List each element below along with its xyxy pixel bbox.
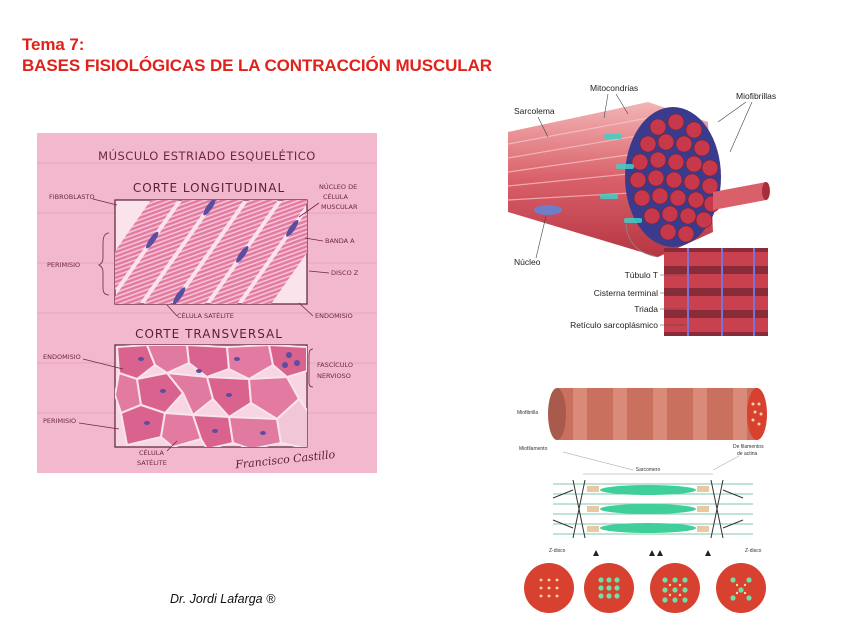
label-sarcomero: Sarcomero xyxy=(636,467,661,473)
label-miofilamento: Miofilamento xyxy=(519,446,548,452)
section-transversal: CORTE TRANSVERSAL xyxy=(135,327,283,341)
label-nucleo-1: NÚCLEO DE xyxy=(319,182,357,191)
sarcomere-illustration: Miofibrilla Miofilamento De filamentos d… xyxy=(513,380,783,616)
skeletal-muscle-illustration: MÚSCULO ESTRIADO ESQUELÉTICO CORTE LONGI… xyxy=(37,133,377,473)
title-line-1: Tema 7: xyxy=(22,34,492,55)
author-credit: Dr. Jordi Lafarga ® xyxy=(170,592,275,606)
label-celula-satelite-2a: CÉLULA xyxy=(139,448,164,457)
section-longitudinal: CORTE LONGITUDINAL xyxy=(133,181,285,195)
label-sarcolema: Sarcolema xyxy=(514,106,555,116)
label-fasciculo-1: FASCÍCULO xyxy=(317,360,353,369)
label-celula-satelite: CÉLULA SATÉLITE xyxy=(177,311,234,320)
label-banda-a: BANDA A xyxy=(325,237,355,245)
label-reticulo: Retículo sarcoplásmico xyxy=(570,320,658,330)
main-figure-title: MÚSCULO ESTRIADO ESQUELÉTICO xyxy=(98,148,316,163)
label-z-disco-left: Z-disco xyxy=(549,548,566,554)
label-endomisio-2: ENDOMISIO xyxy=(43,353,81,361)
label-nucleo-3: MUSCULAR xyxy=(321,203,358,211)
label-nucleo-2: CÉLULA xyxy=(323,192,348,201)
label-fibroblasto: FIBROBLASTO xyxy=(49,193,95,201)
label-nucleo: Núcleo xyxy=(514,257,541,267)
label-miofibrillas: Miofibrillas xyxy=(736,91,776,101)
label-perimisio-2: PERIMISIO xyxy=(43,417,76,425)
artist-signature: Francisco Castillo xyxy=(234,448,337,472)
title-line-2: BASES FISIOLÓGICAS DE LA CONTRACCIÓN MUS… xyxy=(22,55,492,76)
label-miofibrilla: Miofibrilla xyxy=(517,410,538,416)
label-celula-satelite-2b: SATÉLITE xyxy=(137,458,167,467)
label-endomisio-1: ENDOMISIO xyxy=(315,312,353,320)
label-filamentos-2: de actina xyxy=(737,451,758,457)
label-perimisio: PERIMISIO xyxy=(47,261,80,269)
label-mitocondrias: Mitocondrias xyxy=(590,83,638,93)
label-fasciculo-2: NERVIOSO xyxy=(317,372,351,380)
label-filamentos-1: De filamentos xyxy=(733,444,764,450)
label-z-disco-right: Z-disco xyxy=(745,548,762,554)
slide-title: Tema 7: BASES FISIOLÓGICAS DE LA CONTRAC… xyxy=(22,34,492,76)
muscle-fiber-illustration: Mitocondrias Sarcolema Miofibrillas Núcl… xyxy=(508,82,790,340)
label-tubulo-t: Túbulo T xyxy=(625,270,658,280)
label-triada: Triada xyxy=(634,304,658,314)
label-disco-z: DISCO Z xyxy=(331,269,359,277)
label-cisterna-terminal: Cisterna terminal xyxy=(594,288,658,298)
